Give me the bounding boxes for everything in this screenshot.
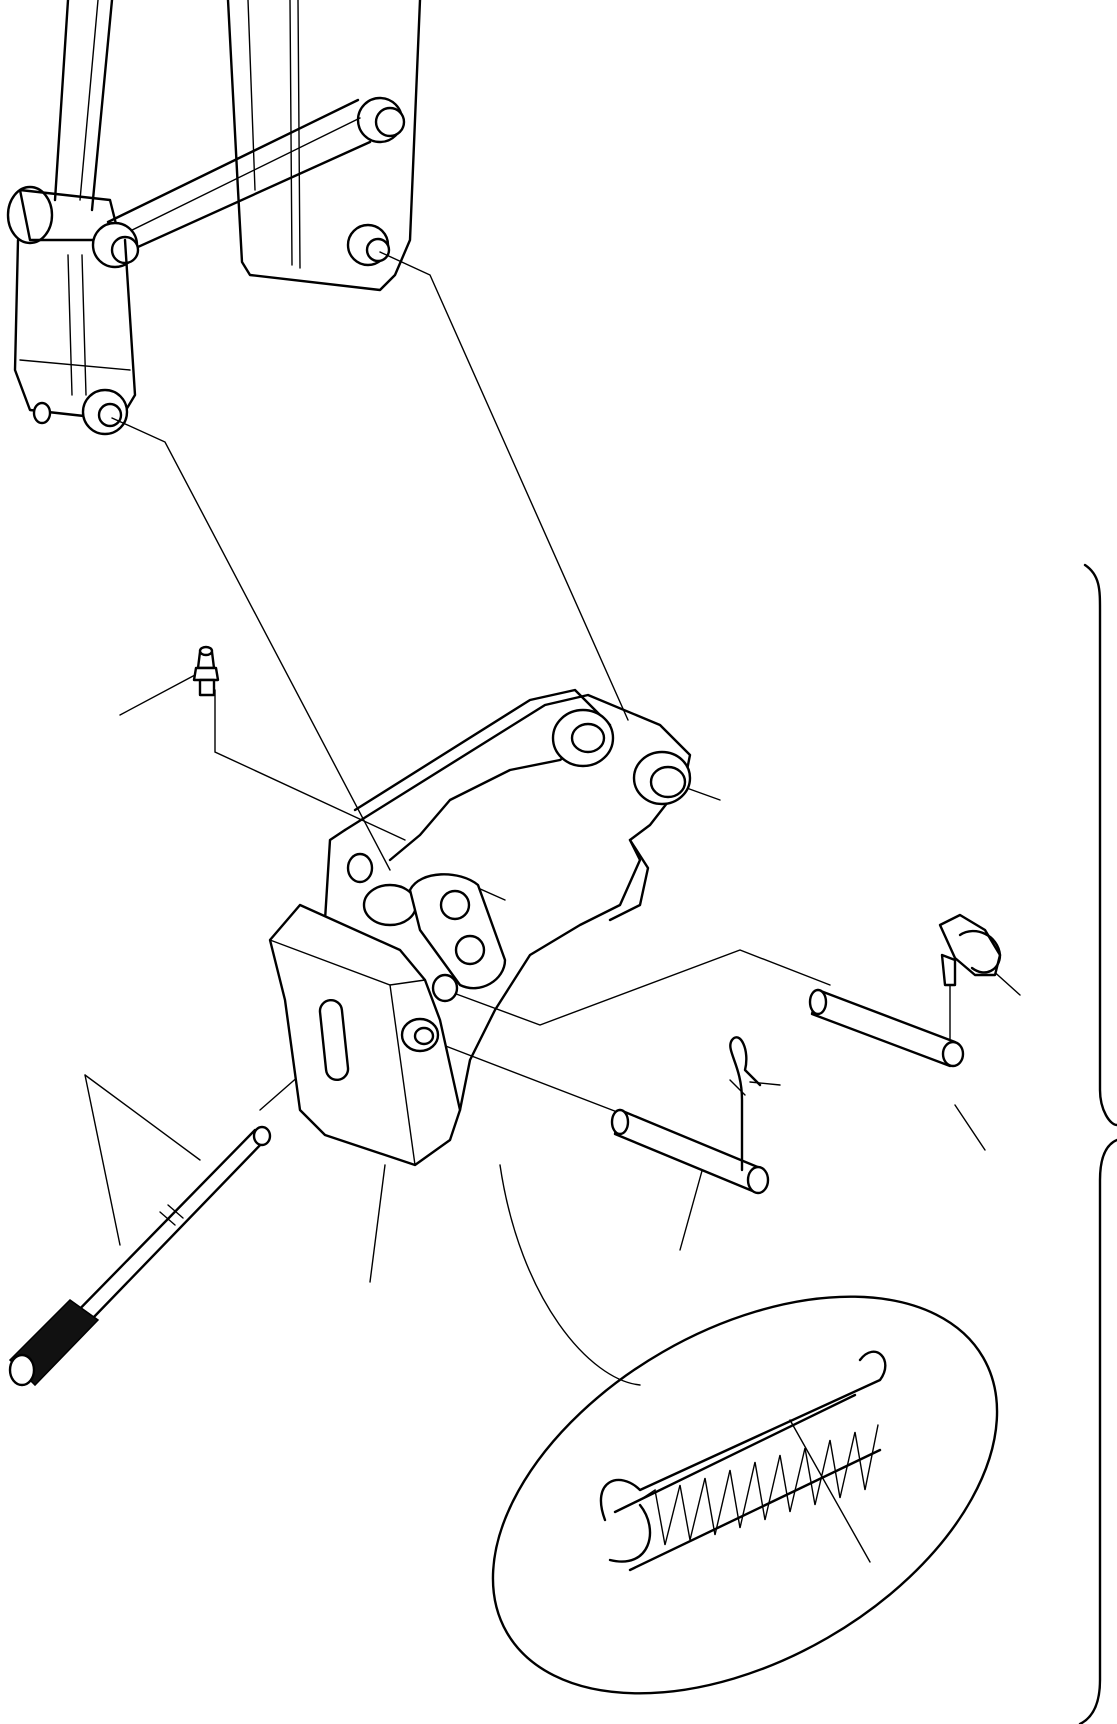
pin-icon [808, 988, 965, 1068]
lever-icon [8, 1125, 272, 1387]
linch-pin-icon [938, 913, 1002, 1041]
grease-fitting-icon [192, 645, 220, 697]
plate-icon [268, 903, 462, 1167]
coupler-icon [323, 688, 692, 1112]
pin-icon [610, 1108, 770, 1195]
leader-lines [84, 251, 1021, 1563]
spring-icon [491, 1164, 999, 1695]
boom-arm-icon [6, 0, 422, 436]
brace-icon [1078, 563, 1117, 1724]
r-clip-icon [729, 1036, 762, 1172]
